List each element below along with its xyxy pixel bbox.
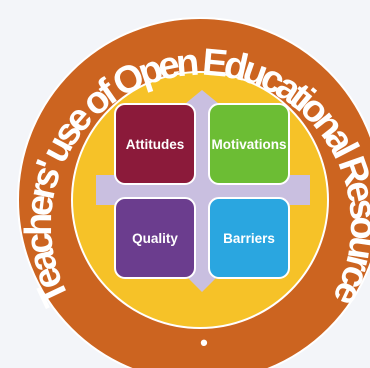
box-attitudes-label: Attitudes bbox=[126, 137, 185, 152]
box-quality-label: Quality bbox=[132, 231, 178, 246]
box-motivations: Motivations bbox=[208, 103, 290, 185]
box-barriers-label: Barriers bbox=[223, 231, 275, 246]
center-cross bbox=[96, 90, 310, 292]
box-attitudes: Attitudes bbox=[114, 103, 196, 185]
box-motivations-label: Motivations bbox=[211, 137, 286, 152]
box-quality: Quality bbox=[114, 197, 196, 279]
box-barriers: Barriers bbox=[208, 197, 290, 279]
ring-bullet: • bbox=[200, 330, 208, 355]
